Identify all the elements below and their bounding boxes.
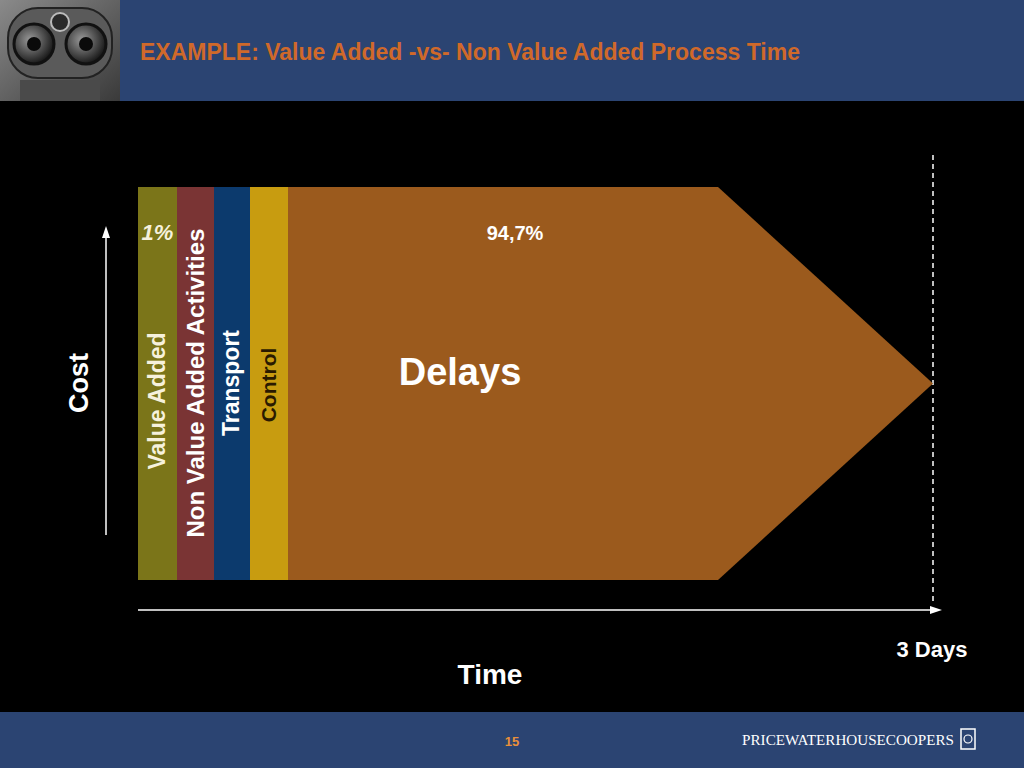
end-marker-line	[932, 155, 934, 604]
band-label: Transport	[219, 330, 244, 436]
transport-band: Transport	[214, 187, 250, 580]
arrow-fill	[288, 187, 933, 580]
arrow-shape	[288, 187, 933, 580]
time-axis	[138, 606, 942, 614]
axis-label: Time	[458, 660, 523, 691]
cost-axis	[102, 226, 110, 535]
viewer-photo	[0, 0, 120, 101]
control-band: Control	[250, 187, 288, 580]
logo-emblem	[961, 729, 975, 749]
band-label: Non Value Added Activities	[182, 229, 208, 538]
band-label: Value Added	[145, 332, 170, 469]
percent-label: 1%	[142, 221, 174, 245]
header-bar	[0, 0, 1024, 101]
slide-title: EXAMPLE: Value Added -vs- Non Value Adde…	[140, 40, 800, 65]
company-logo: PRICEWATERHOUSECOOPERS	[742, 732, 954, 749]
duration-label: 3 Days	[897, 638, 968, 662]
page-number: 15	[505, 735, 519, 749]
delays-arrow: 94,7% Delays	[288, 187, 933, 580]
band-label: Control	[257, 348, 280, 423]
footer-bar	[0, 712, 1024, 768]
non-value-added-band: Non Value Added Activities	[177, 187, 214, 580]
band-label: Delays	[399, 352, 522, 394]
axis-label: Cost	[65, 353, 95, 413]
percent-label: 94,7%	[487, 222, 544, 244]
value-added-band: 1% Value Added	[138, 187, 177, 580]
